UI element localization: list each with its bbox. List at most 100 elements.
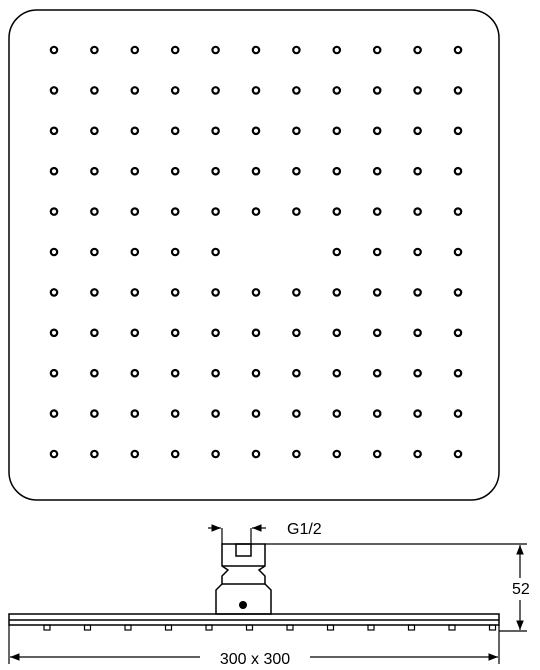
- nozzle: [332, 328, 342, 338]
- nozzle: [413, 409, 422, 418]
- nozzle: [292, 45, 301, 55]
- nozzle: [90, 45, 99, 55]
- shower-plate-outline: [8, 9, 500, 501]
- nozzle: [170, 288, 180, 297]
- nozzle: [251, 328, 261, 338]
- nozzle: [413, 368, 422, 378]
- nozzle: [49, 166, 59, 176]
- nozzle: [170, 126, 180, 136]
- nozzle: [332, 288, 342, 297]
- nozzle: [90, 166, 99, 176]
- nozzle: [453, 449, 463, 459]
- nozzle: [372, 288, 382, 297]
- nozzle: [170, 409, 180, 418]
- nozzle: [130, 86, 140, 95]
- set-screw: [239, 601, 247, 609]
- nozzle: [292, 86, 301, 95]
- nozzle: [170, 86, 180, 95]
- nozzle: [130, 207, 140, 216]
- nozzle: [292, 166, 301, 176]
- nozzle: [90, 207, 99, 216]
- nozzle: [130, 328, 140, 338]
- nozzle: [49, 45, 59, 55]
- side-nozzle: [407, 624, 416, 631]
- nozzle: [90, 126, 99, 136]
- nozzle: [130, 247, 140, 257]
- nozzle: [332, 368, 342, 378]
- nozzle: [453, 207, 463, 216]
- nozzle: [372, 207, 382, 216]
- nozzle: [413, 207, 422, 216]
- nozzle: [49, 86, 59, 95]
- nozzle: [413, 166, 422, 176]
- side-nozzle: [205, 624, 213, 631]
- size-label: 300 x 300: [220, 651, 290, 668]
- nozzle: [372, 449, 382, 459]
- nozzle: [211, 449, 220, 459]
- nozzle: [332, 207, 342, 216]
- nozzle: [413, 449, 422, 459]
- nozzle: [332, 449, 342, 459]
- thread-size-label: G1/2: [287, 521, 322, 538]
- nozzle: [332, 409, 342, 418]
- side-nozzle: [124, 624, 132, 631]
- nozzle: [372, 247, 382, 257]
- nozzle: [211, 288, 220, 297]
- nozzle: [453, 409, 463, 418]
- nozzle: [372, 328, 382, 338]
- side-nozzle-row: [43, 624, 497, 631]
- nozzle: [292, 368, 301, 378]
- nozzle: [90, 288, 99, 297]
- nozzle: [211, 409, 220, 418]
- nozzle: [332, 247, 342, 257]
- nozzle: [90, 247, 99, 257]
- nozzle: [453, 247, 463, 257]
- nozzle: [372, 166, 382, 176]
- nozzle: [130, 368, 140, 378]
- nozzle: [90, 86, 99, 95]
- nozzle: [453, 166, 463, 176]
- nozzle: [49, 328, 59, 338]
- nozzle: [251, 288, 261, 297]
- nozzle: [251, 45, 261, 55]
- nozzle: [130, 45, 140, 55]
- nozzle: [49, 409, 59, 418]
- nozzle: [211, 368, 220, 378]
- nozzle: [130, 288, 140, 297]
- nozzle: [211, 207, 220, 216]
- nozzle: [130, 166, 140, 176]
- nozzle: [413, 45, 422, 55]
- nozzle: [292, 207, 301, 216]
- nozzle: [413, 247, 422, 257]
- nozzle: [130, 126, 140, 136]
- nozzle: [130, 449, 140, 459]
- nozzle: [453, 45, 463, 55]
- nozzle: [130, 409, 140, 418]
- nozzle: [372, 368, 382, 378]
- nozzle: [453, 288, 463, 297]
- side-nozzle: [488, 624, 497, 631]
- side-plate: [8, 613, 500, 626]
- nozzle: [49, 126, 59, 136]
- side-nozzle: [164, 624, 173, 631]
- nozzle: [90, 409, 99, 418]
- nozzle: [332, 86, 342, 95]
- height-label: 52: [512, 581, 530, 598]
- nozzle: [49, 207, 59, 216]
- side-nozzle: [43, 624, 51, 631]
- nozzle: [453, 86, 463, 95]
- nozzle: [251, 126, 261, 136]
- nozzle: [170, 45, 180, 55]
- nozzle: [211, 45, 220, 55]
- side-nozzle: [367, 624, 375, 631]
- nozzle: [49, 449, 59, 459]
- nozzle: [292, 328, 301, 338]
- nozzle: [211, 166, 220, 176]
- nozzle: [332, 126, 342, 136]
- nozzle: [413, 86, 422, 95]
- nozzle-grid: [49, 45, 463, 459]
- nozzle: [251, 86, 261, 95]
- nozzle: [251, 166, 261, 176]
- nozzle: [251, 449, 261, 459]
